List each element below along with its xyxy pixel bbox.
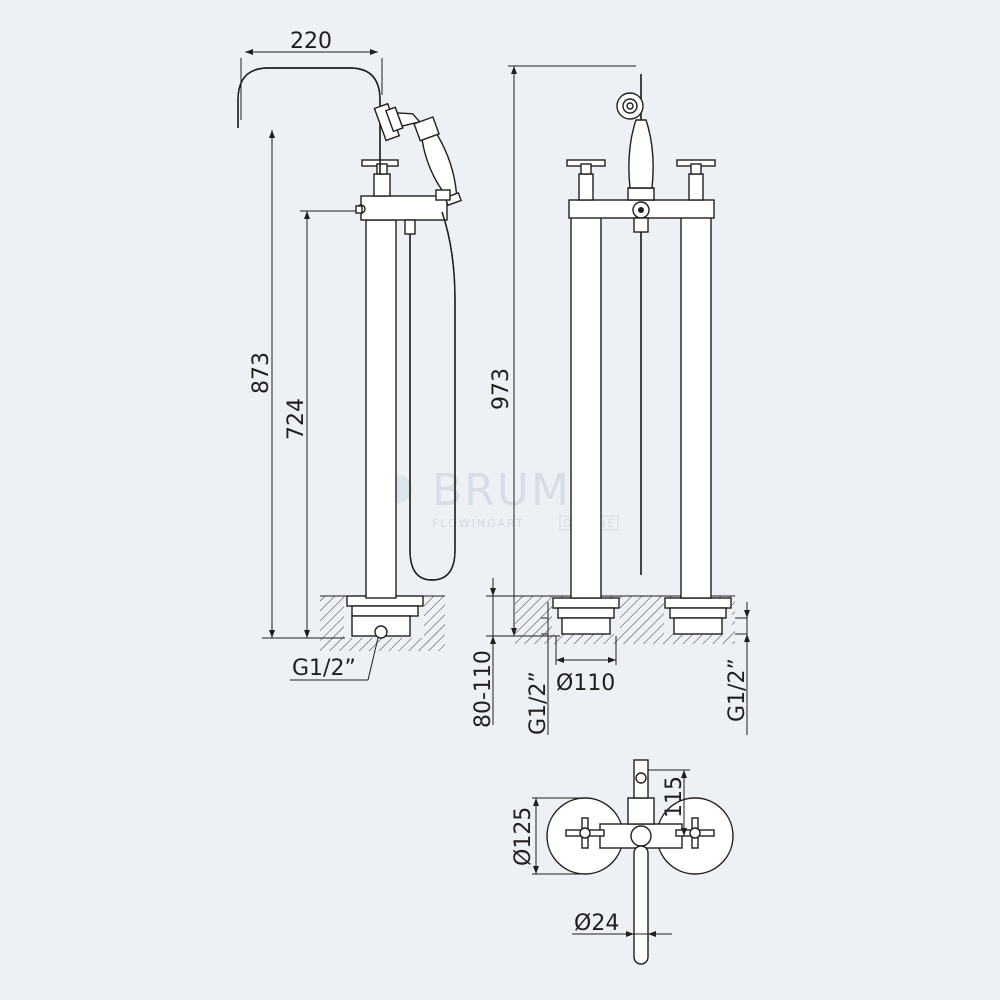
column-front-left <box>570 215 602 599</box>
dim-height-spout: 873 <box>249 352 274 394</box>
front-view: 973 80-110 G1/2” Ø110 G1/2” <box>471 65 750 735</box>
cross-handle-top-left <box>565 817 605 849</box>
watermark-tagline: FLOWINGART <box>432 517 525 530</box>
dim-handle-height: 115 <box>662 776 687 818</box>
column-front-right <box>680 215 712 599</box>
dim-height-front: 973 <box>489 368 514 410</box>
cross-handle-top-right <box>675 817 715 849</box>
dim-spout-diameter: Ø24 <box>574 911 619 936</box>
handshower-side <box>373 102 463 207</box>
dim-inlet-left: G1/2” <box>292 656 356 681</box>
dim-install-depth: 80-110 <box>471 650 496 728</box>
spout-top <box>633 845 649 965</box>
column-side <box>365 219 397 599</box>
top-view: Ø125 115 Ø24 <box>511 759 734 965</box>
spout-side <box>237 67 381 174</box>
dim-spout-reach: 220 <box>290 29 332 54</box>
dim-rosette-diameter: Ø125 <box>511 807 536 866</box>
dim-inlet-front-right: G1/2” <box>725 658 750 722</box>
dim-inlet-front-left: G1/2” <box>526 671 551 735</box>
dim-base-diameter: Ø110 <box>556 671 615 696</box>
dim-height-mixer: 724 <box>284 398 309 440</box>
side-view: 220 873 724 G1/2” <box>237 29 463 681</box>
